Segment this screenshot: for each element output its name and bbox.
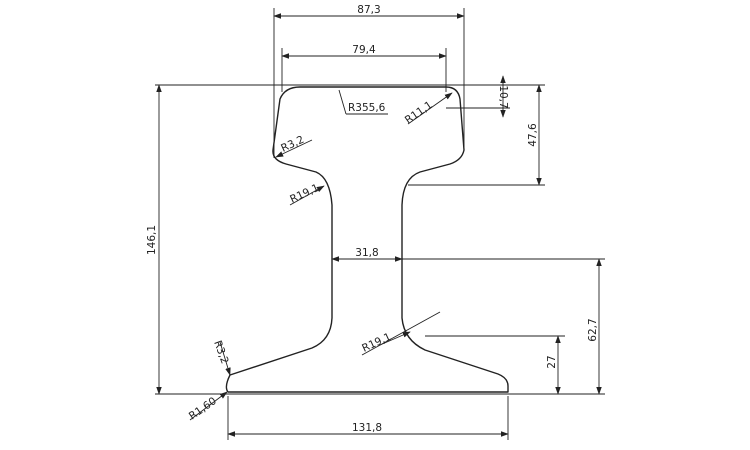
head-side-height-label: 10,7: [497, 85, 509, 108]
lower-fillet-radius-leader: [361, 311, 441, 356]
head-top-width-label: 79,4: [352, 44, 376, 56]
head-height-label: 47,6: [527, 123, 539, 147]
foot-edge-radius-leader: [219, 341, 231, 376]
upper-fillet-radius-label: R19,1: [288, 182, 321, 206]
foot-corner-radius-label: R1,60: [187, 395, 219, 422]
web-center-height-label: 62,7: [587, 318, 599, 341]
foot-height-label: 27: [546, 355, 558, 368]
web-thickness-label: 31,8: [355, 247, 378, 259]
upper-fillet-radius-leader: [289, 185, 325, 206]
foot-corner-radius-leader: [189, 391, 228, 421]
crown-radius-leader: [338, 89, 347, 115]
rail-section-outline: [225, 86, 509, 393]
base-width-label: 131,8: [352, 422, 382, 434]
crown-radius-label: R355,6: [348, 102, 386, 114]
head-width-label: 87,3: [357, 4, 380, 16]
head-undercut-radius-leader: [275, 139, 313, 158]
head-corner-radius-leader: [407, 92, 453, 125]
total-height-label: 146,1: [146, 225, 158, 255]
foot-edge-radius-label: R3,2: [211, 339, 230, 366]
